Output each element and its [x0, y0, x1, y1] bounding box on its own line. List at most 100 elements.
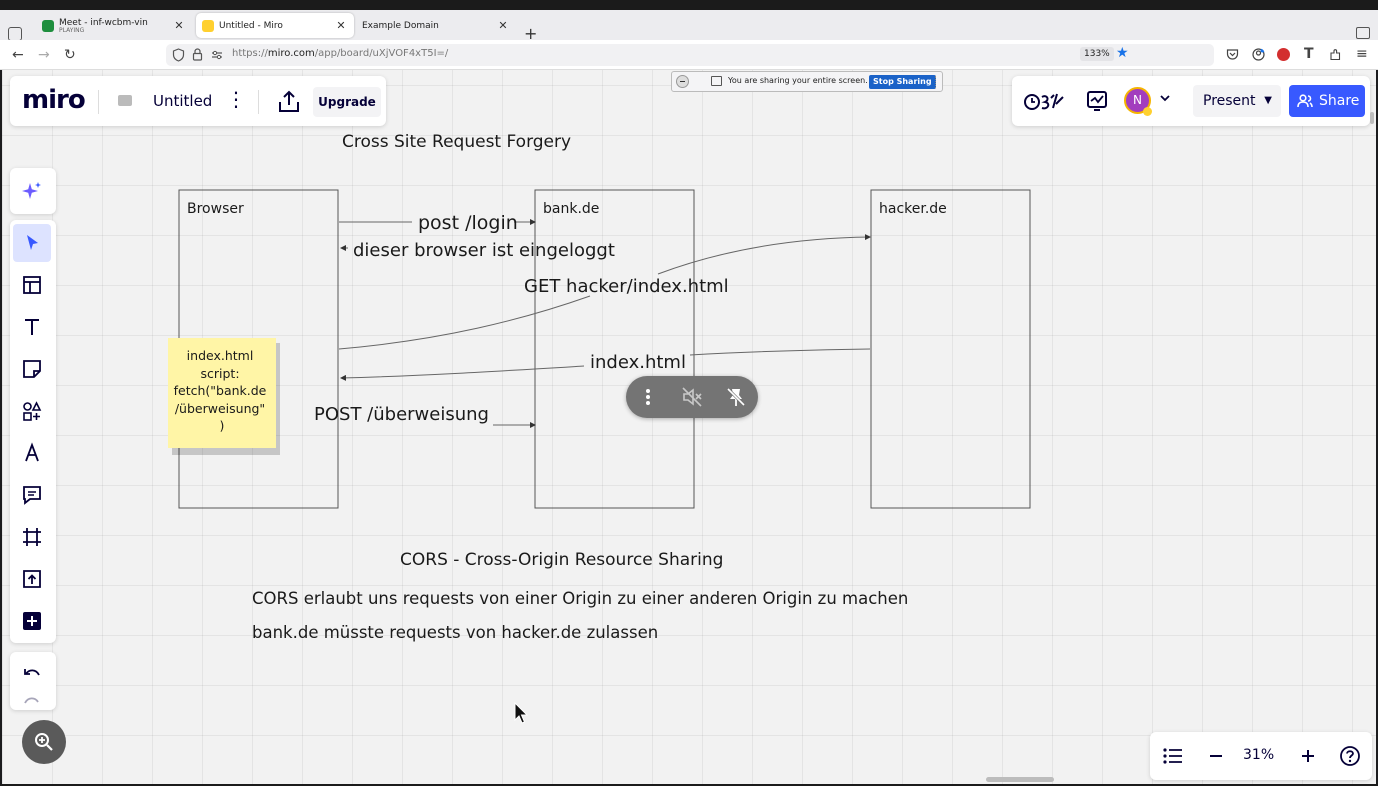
address-bar[interactable]: https://miro.com/app/board/uXjVOF4xT5I=/…: [166, 44, 1214, 66]
index-html-connector-b[interactable]: [340, 365, 585, 381]
reload-icon[interactable]: ↻: [64, 47, 76, 63]
cursor-arrow-icon: [27, 235, 38, 250]
index-html-connector-a[interactable]: [689, 348, 871, 356]
get-hacker-connector-b[interactable]: [657, 234, 871, 275]
forward-icon[interactable]: →: [38, 47, 50, 63]
tab-miro[interactable]: Untitled - Miro ✕: [196, 13, 354, 38]
chevron-down-icon[interactable]: [1160, 93, 1170, 103]
present-button[interactable]: Present ▼: [1193, 85, 1281, 117]
undo-button[interactable]: [13, 656, 51, 694]
ai-sparkle-button[interactable]: [13, 172, 51, 210]
ai-toolbar: [10, 168, 56, 214]
tab-title: Untitled - Miro: [219, 20, 283, 31]
upload-tool[interactable]: [13, 560, 51, 598]
zoom-in-button[interactable]: [1293, 741, 1323, 771]
tab-example[interactable]: Example Domain ✕: [356, 13, 516, 38]
close-tab-icon[interactable]: ✕: [498, 19, 508, 32]
creation-toolbar: [10, 220, 56, 643]
zoom-magnifier-button[interactable]: [22, 720, 66, 764]
frame-icon: [23, 528, 41, 546]
redo-button[interactable]: [13, 692, 51, 710]
select-tool[interactable]: [13, 224, 51, 262]
sticky-line: index.html: [187, 348, 254, 363]
adblock-icon[interactable]: [1277, 48, 1290, 61]
templates-tool[interactable]: [13, 266, 51, 304]
miro-board[interactable]: Cross Site Request Forgery Browser bank.…: [2, 70, 1376, 784]
account-icon[interactable]: [1252, 48, 1265, 61]
activity-icon[interactable]: [1086, 89, 1108, 111]
csrf-title[interactable]: Cross Site Request Forgery: [342, 132, 571, 152]
window-icon[interactable]: [1356, 27, 1370, 39]
close-tab-icon[interactable]: ✕: [174, 19, 184, 32]
sticky-note-tool[interactable]: [13, 350, 51, 388]
sticky-note[interactable]: [168, 338, 276, 448]
vertical-scrollbar[interactable]: [1370, 112, 1374, 124]
board-outline-button[interactable]: [1158, 741, 1188, 771]
share-button[interactable]: Share: [1289, 85, 1365, 117]
undo-icon: [24, 669, 40, 676]
board-title[interactable]: Untitled: [153, 92, 213, 110]
zoom-controls: 31%: [1150, 732, 1372, 780]
translate-icon[interactable]: T: [1304, 46, 1314, 62]
close-tab-icon[interactable]: ✕: [336, 19, 346, 32]
comment-tool[interactable]: [13, 476, 51, 514]
menu-icon[interactable]: ≡: [1356, 46, 1368, 62]
zoom-in-icon: [35, 733, 53, 751]
tab-meet[interactable]: Meet - inf-wcbm-vin PLAYING ✕: [36, 13, 192, 38]
drag-handle-icon[interactable]: [935, 76, 938, 88]
extensions-icon[interactable]: [1329, 48, 1342, 61]
mouse-cursor-icon: [514, 701, 529, 724]
more-apps-tool[interactable]: [13, 602, 51, 640]
logged-in-label[interactable]: dieser browser ist eingeloggt: [353, 240, 615, 261]
miro-logo[interactable]: miro: [22, 85, 86, 115]
tab-list-icon[interactable]: [8, 27, 22, 41]
back-icon[interactable]: ←: [12, 47, 24, 63]
hacker-box[interactable]: [870, 189, 1031, 509]
url-text: https://miro.com/app/board/uXjVOF4xT5I=/: [232, 48, 449, 59]
lock-icon: [192, 48, 203, 61]
avatar-badge: [1143, 107, 1152, 116]
speaker-muted-icon[interactable]: [681, 386, 703, 408]
cors-line-2[interactable]: bank.de müsste requests von hacker.de zu…: [252, 623, 658, 642]
cors-line-1[interactable]: CORS erlaubt uns requests von einer Orig…: [252, 589, 908, 608]
export-icon[interactable]: [274, 87, 304, 117]
browser-box-label[interactable]: Browser: [187, 201, 244, 217]
get-hacker-label[interactable]: GET hacker/index.html: [524, 276, 729, 297]
help-button[interactable]: [1335, 741, 1365, 771]
post-transfer-label[interactable]: POST /überweisung: [314, 404, 489, 425]
get-hacker-connector-a[interactable]: [338, 295, 591, 350]
new-tab-button[interactable]: +: [524, 24, 538, 43]
sticky-text[interactable]: index.html script: fetch("bank.de /überw…: [174, 348, 271, 433]
bank-box[interactable]: [534, 189, 695, 509]
upgrade-button[interactable]: Upgrade: [313, 87, 381, 117]
frame-tool[interactable]: [13, 518, 51, 556]
index-html-label[interactable]: index.html: [590, 352, 686, 373]
bank-box-label[interactable]: bank.de: [543, 201, 599, 217]
board-canvas[interactable]: Cross Site Request Forgery Browser bank.…: [2, 70, 1376, 784]
cors-title[interactable]: CORS - Cross-Origin Resource Sharing: [400, 550, 723, 570]
pen-tool[interactable]: [13, 434, 51, 472]
sticky-line: fetch("bank.de: [174, 383, 267, 398]
pocket-icon[interactable]: [1226, 48, 1239, 61]
horizontal-scrollbar[interactable]: [986, 777, 1054, 782]
text-tool[interactable]: [13, 308, 51, 346]
more-options-icon[interactable]: [637, 386, 659, 408]
unpin-icon[interactable]: [725, 386, 747, 408]
stop-sharing-button[interactable]: Stop Sharing: [869, 75, 936, 89]
board-menu-icon[interactable]: ⋮: [226, 87, 246, 111]
chevron-down-icon: ▼: [1264, 95, 1272, 106]
minimize-icon[interactable]: [676, 75, 689, 88]
history-toolbar: [10, 652, 56, 710]
zoom-out-button[interactable]: [1201, 741, 1231, 771]
page-zoom-badge[interactable]: 133%: [1080, 47, 1114, 61]
hacker-box-label[interactable]: hacker.de: [879, 201, 947, 217]
bookmark-star-icon[interactable]: ★: [1116, 45, 1129, 61]
reactions-icon[interactable]: [1023, 88, 1065, 114]
zoom-level[interactable]: 31%: [1243, 747, 1275, 763]
permissions-icon[interactable]: [211, 50, 223, 60]
shapes-tool[interactable]: [13, 392, 51, 430]
sticky-line: script:: [200, 366, 239, 381]
tab-title: Meet - inf-wcbm-vin: [59, 17, 148, 28]
post-login-label[interactable]: post /login: [418, 212, 518, 234]
